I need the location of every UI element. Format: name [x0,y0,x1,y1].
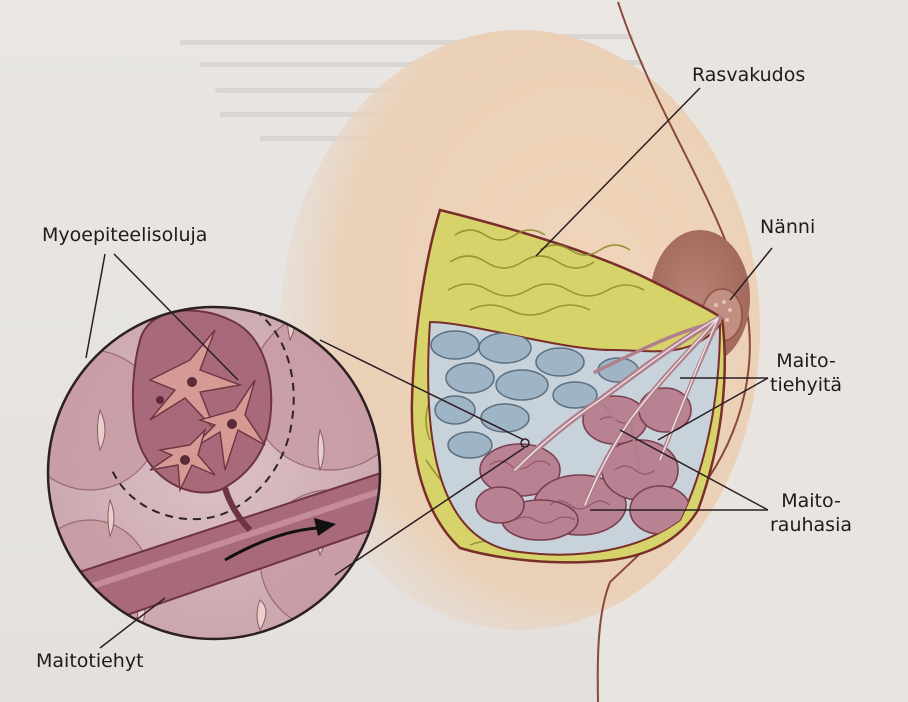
label-myoepithelial: Myoepiteelisoluja [42,224,207,248]
label-duct: Maitotiehyt [36,650,144,674]
label-milk-ducts-line1: Maito- [770,350,842,374]
label-milk-glands-line2: rauhasia [770,514,852,538]
label-milk-glands-line1: Maito- [770,490,852,514]
label-milk-glands: Maito- rauhasia [770,490,852,538]
label-milk-ducts-line2: tiehyitä [770,374,842,398]
label-fat-tissue: Rasvakudos [692,64,805,88]
label-milk-ducts: Maito- tiehyitä [770,350,842,398]
label-nipple: Nänni [760,216,815,240]
